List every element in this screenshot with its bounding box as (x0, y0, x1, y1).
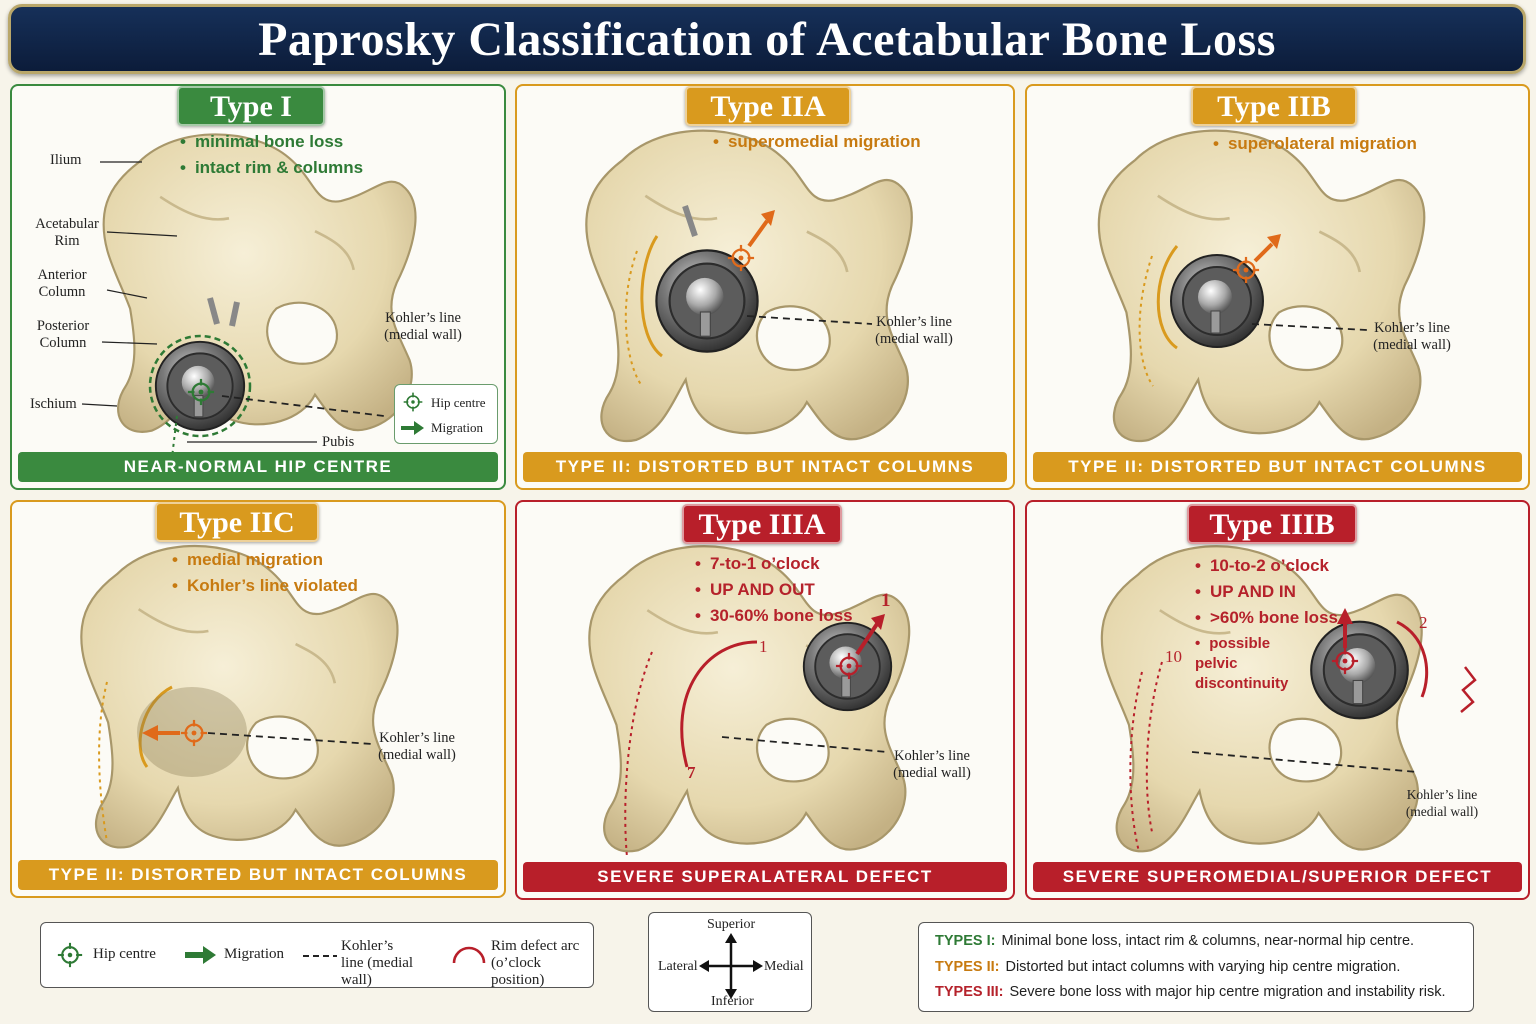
bullet: UP AND OUT (695, 580, 853, 600)
bullet: 7-to-1 o’clock (695, 554, 853, 574)
summary-type-3: TYPES III: Severe bone loss with major hi… (935, 984, 1446, 1000)
orientation-medial: Medial (764, 959, 804, 974)
orientation-inferior: Inferior (711, 994, 754, 1009)
pelvis-illustration (1100, 544, 1477, 853)
bullet: medial migration (172, 550, 358, 570)
mini-legend-migration: Migration (431, 420, 483, 435)
summary-label: TYPES III: (935, 984, 1004, 1000)
footer-type-3a: SEVERE SUPERALATERAL DEFECT (523, 862, 1007, 892)
clock-label-start: 7 (687, 763, 696, 782)
bullet: intact rim & columns (180, 158, 363, 178)
migration-arrow-icon (401, 421, 424, 435)
legend-kohler: Kohler’s line (medial wall) (341, 938, 414, 988)
rim-arc-icon (452, 946, 486, 964)
panel-type-2b: Type IIB superolateral migration Kohler’… (1025, 84, 1530, 490)
legend-rim-defect: Rim defect arc (o’clock position) (491, 938, 580, 988)
panel-type-3a: Type IIIA 7-to-1 o’clock UP AND OUT 30-6… (515, 500, 1015, 900)
legend-hip-centre: Hip centre (93, 946, 156, 962)
bullet: UP AND IN (1195, 582, 1338, 602)
kohler-label: Kohler’s line (medial wall) (384, 310, 462, 343)
mini-legend: Hip centre Migration (394, 384, 498, 444)
summary-text: Minimal bone loss, intact rim & columns,… (1001, 933, 1415, 949)
type-2c-bullets: medial migration Kohler’s line violated (172, 550, 358, 602)
legend-migration: Migration (224, 946, 284, 962)
orientation-superior: Superior (707, 917, 756, 932)
label-posterior-column: Posterior Column (36, 318, 90, 351)
kohler-label: Kohler’s line (medial wall) (875, 314, 953, 347)
migration-arrow-icon (185, 946, 216, 964)
bullet: Kohler’s line violated (172, 576, 358, 596)
type-3a-bullets: 7-to-1 o’clock UP AND OUT 30-60% bone lo… (695, 554, 853, 632)
label-anterior-column: Anterior Column (37, 267, 87, 300)
tag-type-2c: Type IIC (155, 502, 319, 542)
mini-legend-hip-centre: Hip centre (431, 395, 486, 410)
pelvis-illustration (587, 544, 911, 858)
legend: Hip centre Migration Kohler’s line (medi… (40, 922, 594, 988)
kohler-label: Kohler’s line (medial wall) (378, 730, 456, 763)
clock-label-start: 10 (1165, 647, 1182, 666)
pelvis-illustration (79, 544, 399, 849)
bullet: 30-60% bone loss (695, 606, 853, 626)
panel-type-2a: Type IIA superomedial migration Kohler’s… (515, 84, 1015, 490)
tag-type-2b: Type IIB (1191, 86, 1357, 126)
panel-type-2c: Type IIC medial migration Kohler’s line … (10, 500, 506, 898)
panel-type-3b: Type IIIB 10-to-2 o’clock UP AND IN >60%… (1025, 500, 1530, 900)
compass-arrows-icon (699, 933, 763, 999)
bullet: >60% bone loss (1195, 608, 1338, 628)
summary-box: TYPES I: Minimal bone loss, intact rim & … (918, 922, 1474, 1012)
summary-text: Distorted but intact columns with varyin… (1005, 959, 1401, 975)
orientation-compass: Superior Inferior Lateral Medial (648, 912, 812, 1012)
footer-type-3b: SEVERE SUPEROMEDIAL/SUPERIOR DEFECT (1033, 862, 1522, 892)
kohler-label: Kohler’s line (medial wall) (1405, 787, 1479, 819)
kohler-label: Kohler’s line (medial wall) (893, 748, 971, 781)
tag-type-1: Type I (177, 86, 325, 126)
bullet: 10-to-2 o’clock (1195, 556, 1338, 576)
orientation-lateral: Lateral (658, 959, 698, 974)
bullet: possible pelvic discontinuity (1195, 634, 1315, 694)
summary-type-2: TYPES II: Distorted but intact columns wi… (935, 959, 1400, 975)
bullet: superolateral migration (1213, 134, 1417, 154)
summary-label: TYPES II: (935, 959, 1000, 975)
label-pubis: Pubis (322, 434, 355, 450)
label-ischium: Ischium (30, 396, 77, 412)
migration-label: 1 (881, 590, 891, 611)
clock-label-end: 1 (759, 637, 768, 656)
pelvis-illustration (584, 129, 914, 443)
footer-type-2c: TYPE II: DISTORTED BUT INTACT COLUMNS (18, 860, 498, 890)
hip-centre-icon (403, 392, 423, 412)
label-ilium: Ilium (50, 152, 82, 168)
type-2b-bullets: superolateral migration (1213, 134, 1417, 160)
hip-centre-icon (57, 942, 83, 968)
kohler-label: Kohler’s line (medial wall) (1373, 320, 1451, 353)
kohler-line-icon (303, 955, 337, 957)
type-1-bullets: minimal bone loss intact rim & columns (180, 132, 363, 184)
bullet: minimal bone loss (180, 132, 363, 152)
footer-type-1: NEAR-NORMAL HIP CENTRE (18, 452, 498, 482)
type-3b-bullets: 10-to-2 o’clock UP AND IN >60% bone loss… (1195, 556, 1338, 700)
title-banner: Paprosky Classification of Acetabular Bo… (8, 4, 1526, 74)
page-title: Paprosky Classification of Acetabular Bo… (258, 12, 1276, 66)
footer-type-2a: TYPE II: DISTORTED BUT INTACT COLUMNS (523, 452, 1007, 482)
label-acetabular-rim: Acetabular Rim (35, 216, 99, 249)
type-2a-bullets: superomedial migration (713, 132, 921, 158)
tag-type-3a: Type IIIA (682, 504, 842, 544)
summary-text: Severe bone loss with major hip centre m… (1009, 984, 1446, 1000)
clock-label-end: 2 (1419, 613, 1428, 632)
footer-type-2b: TYPE II: DISTORTED BUT INTACT COLUMNS (1033, 452, 1522, 482)
tag-type-3b: Type IIIB (1187, 504, 1357, 544)
tag-type-2a: Type IIA (685, 86, 851, 126)
summary-type-1: TYPES I: Minimal bone loss, intact rim & … (935, 933, 1414, 949)
summary-label: TYPES I: (935, 933, 996, 949)
pelvis-illustration (1097, 129, 1426, 443)
bullet: superomedial migration (713, 132, 921, 152)
pelvis-illustration (81, 133, 417, 456)
panel-type-1: Type I minimal bone loss intact rim & co… (10, 84, 506, 490)
